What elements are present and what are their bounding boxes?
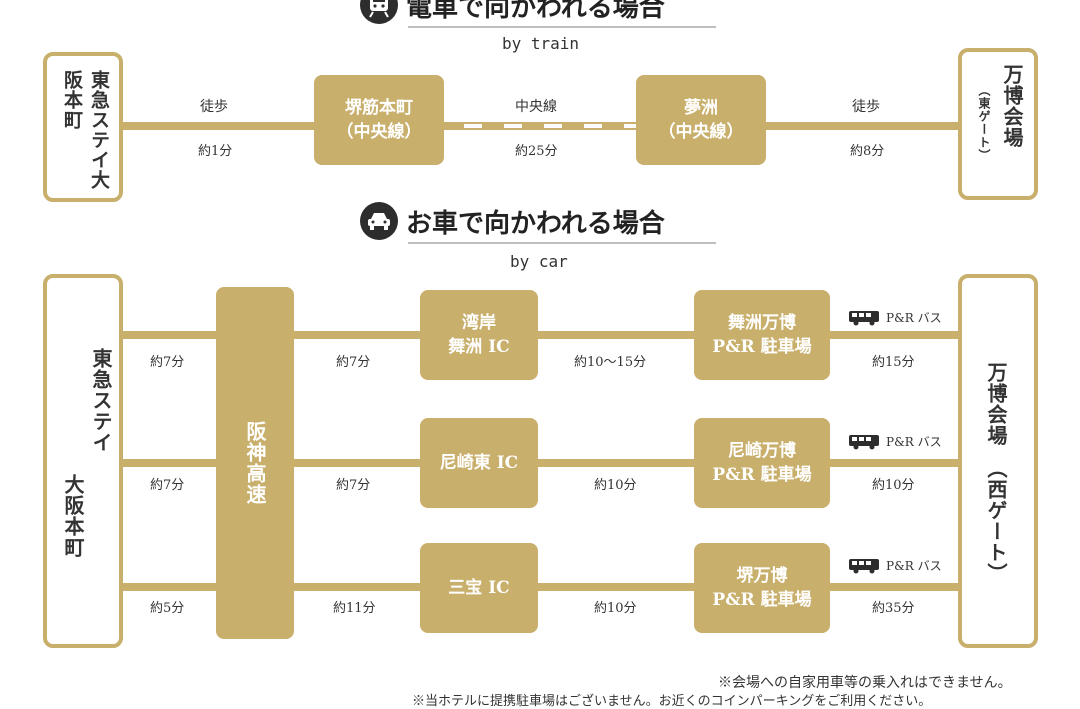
- station-yumeshima-name: 夢洲: [684, 98, 718, 118]
- bus-indicator-2: P&R バス: [848, 433, 942, 450]
- ic-box-3: 三宝 IC: [420, 543, 538, 633]
- ic-box-1: 湾岸 舞洲 IC: [420, 290, 538, 380]
- bus-icon: [849, 434, 879, 449]
- ic-3-line1: 三宝 IC: [448, 578, 510, 598]
- bus-icon: [849, 558, 879, 573]
- station-yumeshima: 夢洲 （中央線）: [636, 75, 766, 165]
- ic-1-line2: 舞洲 IC: [448, 337, 510, 357]
- bus-label-1: P&R バス: [886, 311, 942, 325]
- bus-indicator-3: P&R バス: [848, 557, 942, 574]
- train-title-underline: [408, 26, 716, 28]
- parking-3-line2: P&R 駐車場: [712, 590, 812, 610]
- station-sakaisuji-name: 堺筋本町: [345, 98, 413, 118]
- parking-box-1: 舞洲万博 P&R 駐車場: [694, 290, 830, 380]
- train-seg2-time: 約25分: [515, 144, 558, 159]
- parking-box-3: 堺万博 P&R 駐車場: [694, 543, 830, 633]
- car-destination-main: 万博会場: [984, 362, 1008, 446]
- bus-label-3: P&R バス: [886, 559, 942, 573]
- train-line-chuo: [442, 122, 638, 130]
- train-origin-label: 東急ステイ大阪本町: [61, 70, 110, 190]
- car-destination-sub: （西ゲート）: [984, 458, 1008, 584]
- station-yumeshima-line: （中央線）: [658, 122, 744, 142]
- train-line-walk-1: [120, 122, 316, 130]
- train-destination-main: 万博会場: [1000, 64, 1024, 148]
- train-seg2-mode: 中央線: [515, 99, 557, 115]
- parking-2-line1: 尼崎万博: [728, 441, 796, 461]
- train-seg3-mode: 徒歩: [852, 99, 880, 115]
- car-subtitle: by car: [510, 252, 568, 271]
- car-route-line-2: [120, 459, 960, 467]
- car-title-row: お車で向かわれる場合: [360, 202, 665, 240]
- route3-t4: 約35分: [872, 601, 915, 616]
- bus-indicator-1: P&R バス: [848, 309, 942, 326]
- highway-label: 阪神高速: [243, 421, 267, 505]
- train-subtitle: by train: [502, 34, 580, 53]
- route2-t1: 約7分: [150, 478, 185, 493]
- parking-3-line1: 堺万博: [736, 566, 788, 586]
- train-destination-sub: （東ゲート）: [977, 84, 991, 162]
- car-destination-frame: 万博会場 （西ゲート）: [958, 274, 1038, 648]
- route3-t2: 約11分: [333, 601, 376, 616]
- highway-box: 阪神高速: [216, 287, 294, 639]
- train-seg3-time: 約8分: [850, 144, 885, 159]
- station-sakaisuji: 堺筋本町 （中央線）: [314, 75, 444, 165]
- ic-box-2: 尼崎東 IC: [420, 418, 538, 508]
- car-origin-line2: 大阪本町: [61, 474, 85, 558]
- ic-1-line1: 湾岸: [462, 313, 496, 333]
- route1-t3: 約10〜15分: [574, 355, 647, 370]
- parking-1-line1: 舞洲万博: [728, 313, 796, 333]
- car-title: お車で向かわれる場合: [406, 208, 665, 239]
- route3-t3: 約10分: [594, 601, 637, 616]
- ic-2-line1: 尼崎東 IC: [439, 453, 519, 473]
- note-1: ※会場への自家用車等の乗入れはできません。: [718, 675, 1012, 691]
- parking-2-line2: P&R 駐車場: [712, 465, 812, 485]
- route1-t2: 約7分: [336, 355, 371, 370]
- train-origin-frame: 東急ステイ大阪本町: [43, 52, 123, 202]
- car-icon: [360, 202, 398, 240]
- route2-t2: 約7分: [336, 478, 371, 493]
- route3-t1: 約5分: [150, 601, 185, 616]
- car-title-underline: [408, 242, 716, 244]
- car-origin-frame: 東急ステイ 大阪本町: [43, 274, 123, 648]
- train-title-row: 電車で向かわれる場合: [360, 0, 665, 24]
- train-destination-frame: 万博会場 （東ゲート）: [958, 48, 1038, 200]
- parking-1-line2: P&R 駐車場: [712, 337, 812, 357]
- train-title: 電車で向かわれる場合: [406, 0, 665, 23]
- route2-t3: 約10分: [594, 478, 637, 493]
- station-sakaisuji-line: （中央線）: [336, 122, 422, 142]
- route2-t4: 約10分: [872, 478, 915, 493]
- train-seg1-time: 約1分: [198, 144, 233, 159]
- parking-box-2: 尼崎万博 P&R 駐車場: [694, 418, 830, 508]
- car-route-line-3: [120, 583, 960, 591]
- bus-label-2: P&R バス: [886, 435, 942, 449]
- route1-t4: 約15分: [872, 355, 915, 370]
- car-route-line-1: [120, 331, 960, 339]
- train-line-walk-2: [764, 122, 960, 130]
- train-seg1-mode: 徒歩: [200, 99, 228, 115]
- bus-icon: [849, 310, 879, 325]
- train-icon: [360, 0, 398, 24]
- car-origin-line1: 東急ステイ: [89, 348, 113, 453]
- route1-t1: 約7分: [150, 355, 185, 370]
